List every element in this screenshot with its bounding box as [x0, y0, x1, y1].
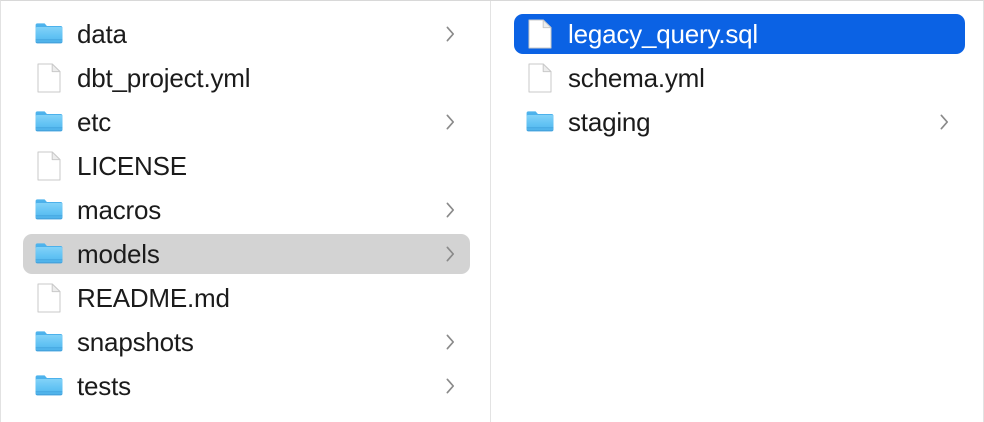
file-row-readme-md[interactable]: README.md — [1, 276, 490, 320]
finder-column-child: legacy_query.sql schema.yml staging — [492, 1, 983, 422]
file-list-child: legacy_query.sql schema.yml staging — [492, 1, 983, 144]
file-row-label: dbt_project.yml — [77, 63, 251, 93]
chevron-right-icon[interactable] — [444, 377, 456, 395]
folder-icon — [34, 195, 64, 225]
file-row-snapshots[interactable]: snapshots — [1, 320, 490, 364]
folder-icon — [34, 327, 64, 357]
file-row-label: staging — [568, 107, 651, 137]
chevron-right-icon[interactable] — [444, 113, 456, 131]
file-row-label: snapshots — [77, 327, 194, 357]
file-row-tests[interactable]: tests — [1, 364, 490, 408]
file-row-label: LICENSE — [77, 151, 187, 181]
file-row-label: etc — [77, 107, 112, 137]
file-row-label: README.md — [77, 283, 230, 313]
file-row-legacy-query-sql[interactable]: legacy_query.sql — [492, 12, 983, 56]
file-row-staging[interactable]: staging — [492, 100, 983, 144]
file-row-label: schema.yml — [568, 63, 705, 93]
file-row-macros[interactable]: macros — [1, 188, 490, 232]
folder-icon — [34, 19, 64, 49]
file-icon — [525, 63, 555, 93]
folder-icon — [34, 371, 64, 401]
folder-icon — [34, 239, 64, 269]
file-icon — [525, 19, 555, 49]
chevron-right-icon[interactable] — [938, 113, 950, 131]
file-row-data[interactable]: data — [1, 12, 490, 56]
chevron-right-icon[interactable] — [444, 25, 456, 43]
file-row-dbt-project-yml[interactable]: dbt_project.yml — [1, 56, 490, 100]
file-row-label: models — [77, 239, 160, 269]
chevron-right-icon[interactable] — [444, 201, 456, 219]
chevron-right-icon[interactable] — [444, 333, 456, 351]
folder-icon — [525, 107, 555, 137]
file-row-label: legacy_query.sql — [568, 19, 758, 49]
file-row-label: macros — [77, 195, 162, 225]
file-row-license[interactable]: LICENSE — [1, 144, 490, 188]
file-row-label: tests — [77, 371, 131, 401]
chevron-right-icon[interactable] — [444, 245, 456, 263]
file-icon — [34, 63, 64, 93]
file-row-models[interactable]: models — [1, 232, 490, 276]
file-row-label: data — [77, 19, 127, 49]
file-icon — [34, 283, 64, 313]
file-row-etc[interactable]: etc — [1, 100, 490, 144]
folder-icon — [34, 107, 64, 137]
file-icon — [34, 151, 64, 181]
file-row-schema-yml[interactable]: schema.yml — [492, 56, 983, 100]
